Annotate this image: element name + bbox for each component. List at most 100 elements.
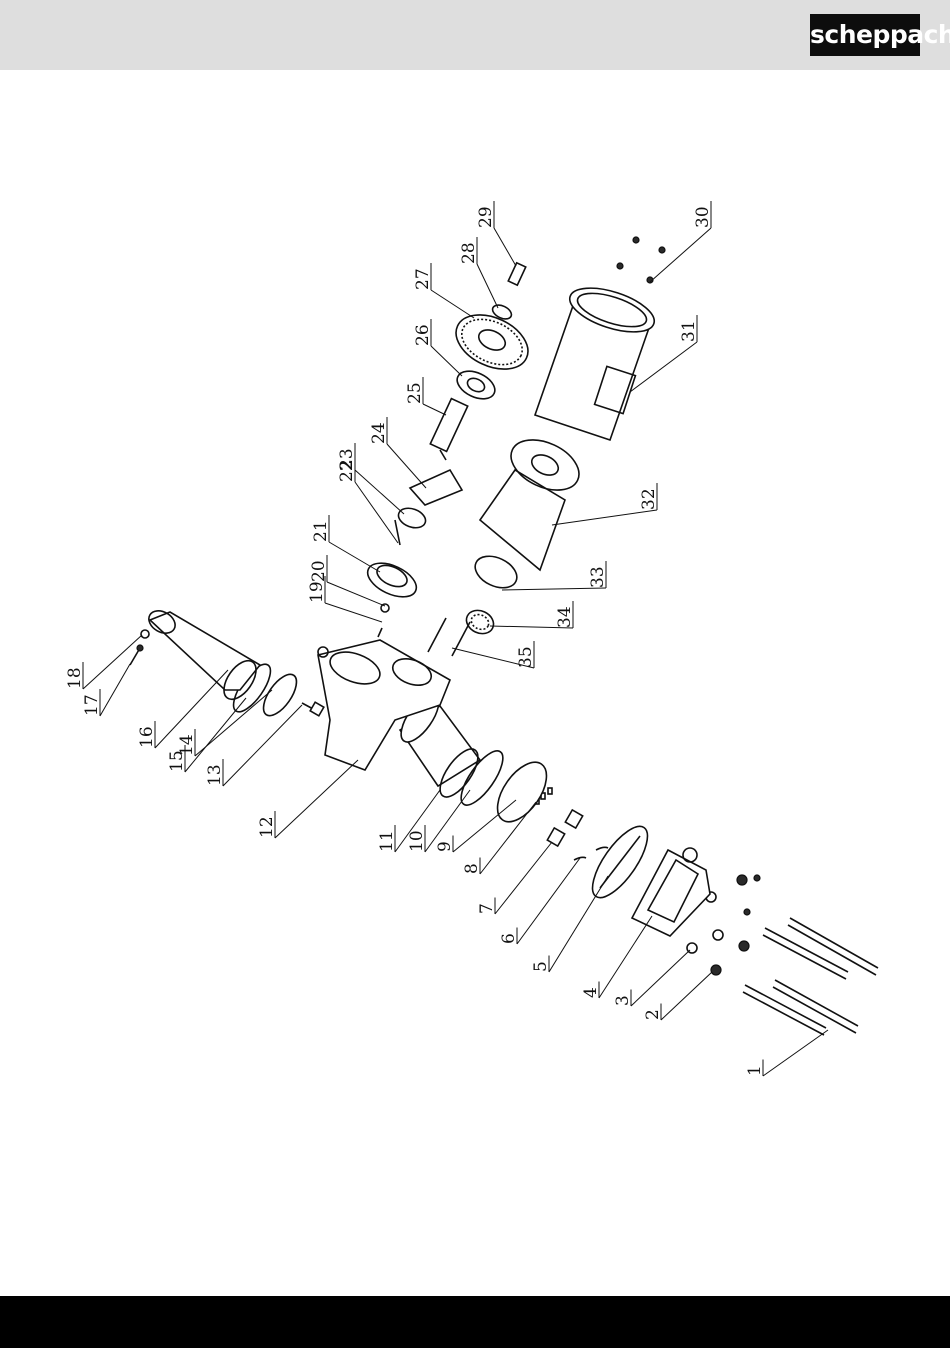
callout-leader-line (552, 510, 657, 525)
part-commutator (470, 550, 522, 594)
callout-number: 12 (257, 816, 277, 838)
callout-number: 1 (745, 1065, 765, 1076)
callout-number: 30 (693, 206, 713, 228)
callout-number: 5 (531, 961, 551, 972)
callout-number: 25 (405, 382, 425, 404)
callout-number: 27 (413, 268, 433, 290)
parts-drawing (130, 237, 878, 1035)
callout-number: 2 (643, 1009, 663, 1020)
part-gear (447, 304, 536, 380)
part-motor-housing (535, 279, 659, 440)
callout-number: 11 (377, 830, 397, 852)
callout-leader-line (650, 228, 711, 282)
callout-number: 13 (205, 764, 225, 786)
part-screw-29 (508, 263, 526, 285)
part-eccentric (410, 470, 462, 505)
part-reed-valve (596, 847, 608, 850)
callout-27: 27 (413, 263, 474, 318)
callout-14: 14 (177, 690, 272, 756)
callout-leader-line (275, 760, 358, 838)
callout-number: 34 (555, 606, 575, 628)
callout-4: 4 (581, 916, 652, 998)
callout-number: 6 (499, 933, 519, 944)
callout-25: 25 (405, 377, 446, 415)
callout-5: 5 (531, 876, 608, 972)
part-screws-30 (617, 237, 665, 283)
part-screw-19 (378, 628, 382, 637)
callout-leader-line (431, 346, 462, 376)
footer-band (0, 1296, 950, 1348)
callout-number: 10 (407, 830, 427, 852)
callout-number: 32 (639, 488, 659, 510)
part-armature (480, 430, 587, 570)
callout-number: 9 (435, 841, 455, 852)
callout-number: 20 (309, 560, 329, 582)
callout-number: 15 (167, 750, 187, 772)
callout-6: 6 (499, 858, 580, 944)
callout-32: 32 (552, 483, 659, 525)
callout-30: 30 (650, 201, 713, 282)
callout-number: 16 (137, 726, 157, 748)
callout-leader-line (83, 635, 142, 689)
callout-number: 24 (369, 422, 389, 444)
callout-leader-line (549, 876, 608, 972)
callout-leader-line (423, 404, 446, 415)
callout-35: 35 (452, 641, 536, 668)
callout-number: 17 (82, 694, 102, 716)
callout-number: 35 (516, 646, 536, 668)
callout-leader-line (631, 950, 690, 1006)
callout-number: 28 (459, 242, 479, 264)
callout-28: 28 (459, 237, 498, 308)
callout-leader-line (223, 705, 302, 786)
callout-number: 7 (477, 903, 497, 914)
callout-26: 26 (413, 319, 462, 376)
part-bolts (743, 918, 878, 1035)
callout-34: 34 (490, 601, 575, 628)
callout-number: 3 (613, 995, 633, 1006)
callout-33: 33 (502, 561, 608, 590)
part-washer-18 (141, 630, 149, 638)
part-valve-plate (565, 810, 582, 828)
callout-7: 7 (477, 842, 552, 914)
part-connecting-rod (145, 606, 263, 705)
part-bearing-23 (396, 505, 428, 531)
part-piston (257, 669, 303, 721)
callout-17: 17 (82, 664, 130, 716)
callout-2: 2 (643, 972, 712, 1020)
callout-1: 1 (745, 1030, 828, 1076)
callout-leader-line (100, 664, 130, 716)
callout-leader-line (517, 858, 580, 944)
callout-12: 12 (257, 760, 358, 838)
part-shaft (430, 399, 467, 460)
callout-18: 18 (65, 635, 142, 689)
callout-number: 33 (588, 566, 608, 588)
callout-leader-line (599, 916, 652, 998)
callout-number: 8 (462, 863, 482, 874)
part-pinion (463, 606, 498, 638)
callout-number: 4 (581, 987, 601, 998)
callout-leader-line (453, 800, 516, 852)
callout-number: 19 (307, 581, 327, 603)
part-cylinder-head (632, 848, 710, 936)
callout-leader-line (763, 1030, 828, 1076)
callout-number: 31 (679, 320, 699, 342)
callout-13: 13 (205, 705, 302, 786)
part-fan-hub (363, 556, 422, 603)
callout-leader-line (477, 264, 498, 308)
callout-leader-line (494, 228, 516, 266)
part-valve-disc (488, 754, 556, 830)
callout-leader-line (325, 603, 382, 622)
part-key-22 (395, 520, 400, 545)
callout-number: 18 (65, 667, 85, 689)
callout-number: 21 (311, 520, 331, 542)
callout-number: 23 (337, 448, 357, 470)
callout-leader-line (387, 444, 426, 488)
callout-29: 29 (476, 201, 516, 266)
part-screws-35 (428, 618, 446, 652)
callout-leader-line (661, 972, 712, 1020)
part-screw-13 (302, 702, 324, 716)
callout-leader-line (495, 842, 552, 914)
callout-leader-line (431, 290, 474, 318)
callout-number: 26 (413, 324, 433, 346)
